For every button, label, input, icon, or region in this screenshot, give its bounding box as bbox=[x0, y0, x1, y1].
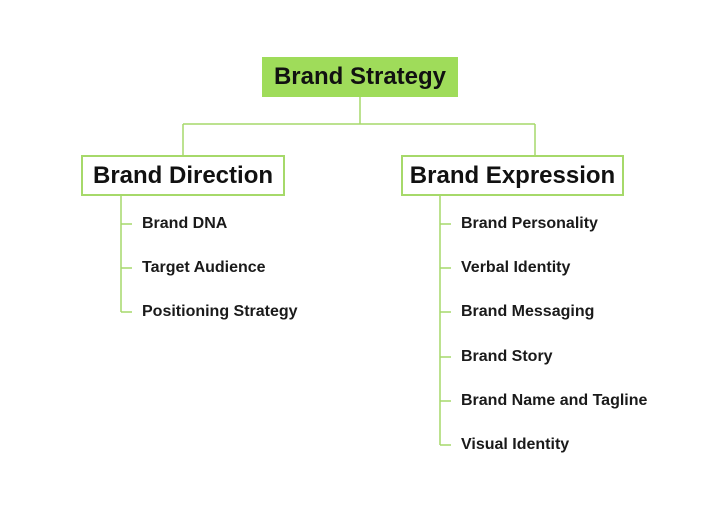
root-node-brand-strategy: Brand Strategy bbox=[262, 57, 458, 97]
leaf-brand-story: Brand Story bbox=[461, 348, 553, 365]
leaf-brand-personality: Brand Personality bbox=[461, 215, 598, 232]
leaf-target-audience: Target Audience bbox=[142, 259, 266, 276]
leaf-positioning-strategy: Positioning Strategy bbox=[142, 303, 298, 320]
leaf-brand-name-and-tagline: Brand Name and Tagline bbox=[461, 392, 648, 409]
leaf-verbal-identity: Verbal Identity bbox=[461, 259, 571, 276]
leaf-brand-messaging: Brand Messaging bbox=[461, 303, 595, 320]
branch-node-brand-expression: Brand Expression bbox=[401, 155, 624, 196]
leaf-brand-dna: Brand DNA bbox=[142, 215, 228, 232]
branch-node-brand-direction: Brand Direction bbox=[81, 155, 285, 196]
leaf-visual-identity: Visual Identity bbox=[461, 436, 570, 453]
